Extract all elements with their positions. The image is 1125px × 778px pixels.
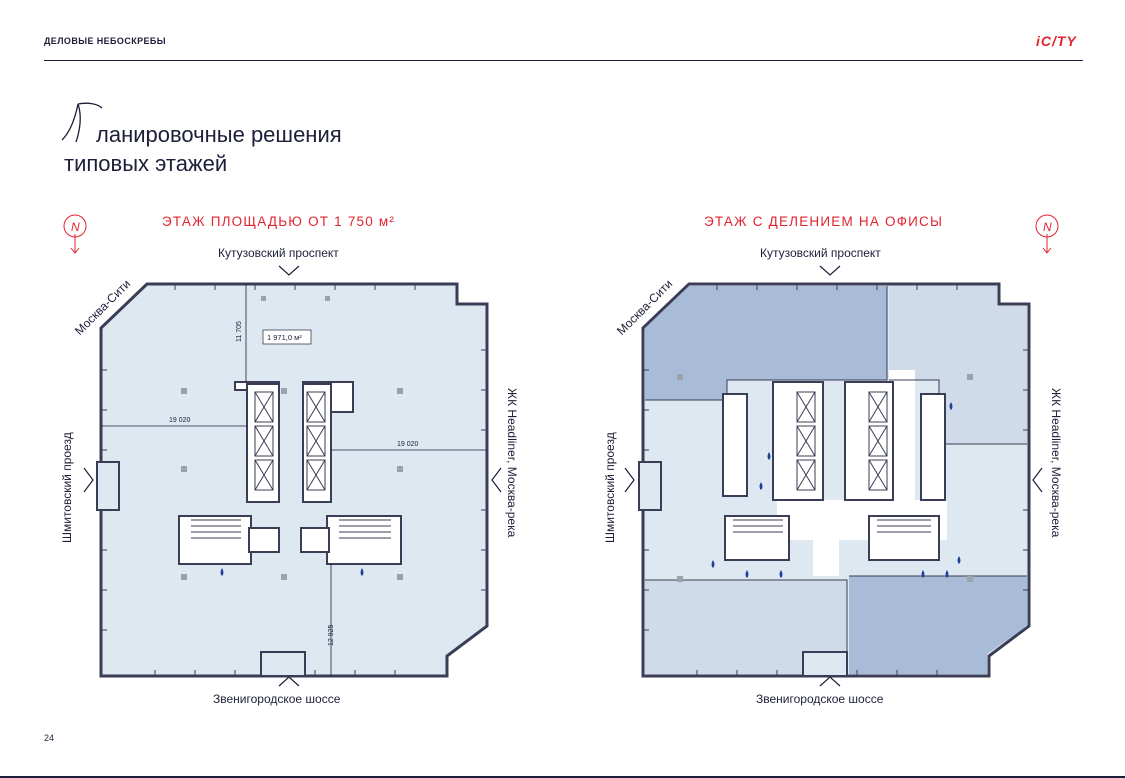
corridor (813, 536, 839, 576)
office-zone-se (849, 576, 1027, 674)
water-drop-icons (220, 568, 364, 576)
window-ticks (643, 284, 1029, 676)
columns (181, 296, 403, 580)
script-initial (61, 102, 103, 143)
entrance-south (260, 651, 306, 677)
office-partitions (645, 286, 1027, 674)
dim-bottom: 12 925 (328, 624, 335, 646)
compass-letter: N (1043, 220, 1052, 234)
floor-plan-right (638, 282, 1031, 678)
compass-letter: N (71, 220, 80, 234)
street-right-right: ЖК Headliner, Москва-река (1049, 388, 1063, 538)
dimension-lines (101, 284, 487, 676)
chevron-down-icon (278, 265, 300, 276)
entrance-west (96, 461, 120, 511)
entrance-west (638, 461, 662, 511)
street-left-left: Шмитовский проезд (60, 432, 74, 543)
office-zone-nw (645, 286, 887, 400)
chevron-left-icon (1032, 467, 1043, 493)
street-top-right: Кутузовский проспект (760, 246, 881, 260)
office-zone-ne (889, 286, 1027, 444)
street-bottom-right: Звенигородское шоссе (756, 692, 884, 706)
compass-icon: N (1035, 214, 1059, 254)
dim-right: 19 020 (397, 441, 419, 448)
page-number: 24 (44, 733, 55, 743)
page-title-line1: ланировочные решения (96, 122, 342, 147)
left-plan-heading: ЭТАЖ ПЛОЩАДЬЮ ОТ 1 750 м² (162, 214, 396, 229)
page-title-line2: типовых этажей (64, 151, 228, 176)
area-tag (262, 329, 312, 345)
right-plan-heading: ЭТАЖ С ДЕЛЕНИЕМ НА ОФИСЫ (704, 214, 944, 229)
area-label: 1 971,0 м² (267, 333, 302, 342)
chevron-down-icon (819, 265, 841, 276)
street-right-left: ЖК Headliner, Москва-река (505, 388, 519, 538)
header-divider (44, 60, 1083, 61)
street-bottom-left: Звенигородское шоссе (213, 692, 341, 706)
office-zone-sw (645, 580, 847, 674)
chevron-right-icon (624, 467, 635, 493)
dim-top: 11 705 (236, 321, 243, 342)
chevron-left-icon (491, 467, 502, 493)
section-label: ДЕЛОВЫЕ НЕБОСКРЕБЫ (44, 36, 166, 46)
brand-logo: iC/TY (1036, 33, 1077, 49)
columns (677, 374, 973, 582)
entrance-south (802, 651, 848, 677)
floor-plan-left: 11 705 19 020 19 020 12 925 1 971,0 м² (96, 282, 489, 678)
chevron-right-icon (83, 467, 94, 493)
compass-icon: N (63, 214, 87, 254)
street-top-left: Кутузовский проспект (218, 246, 339, 260)
dim-left: 19 020 (169, 417, 191, 424)
water-drop-icons (711, 402, 961, 578)
footer-divider (0, 776, 1125, 778)
elevator-shafts (191, 391, 391, 539)
street-left-right: Шмитовский проезд (603, 432, 617, 543)
elevator-shafts (733, 391, 931, 533)
